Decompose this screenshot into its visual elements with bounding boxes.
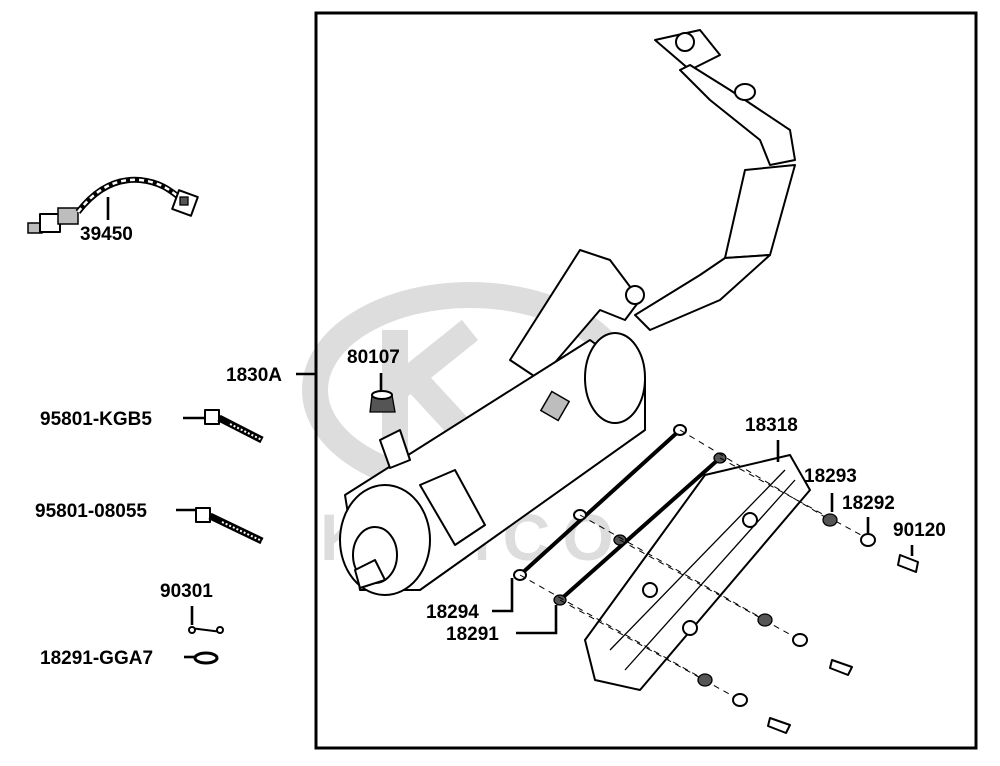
label-18294: 18294 (426, 602, 479, 623)
alignment-lines (519, 429, 871, 701)
label-39450: 39450 (80, 224, 133, 245)
label-95801-08055: 95801-08055 (35, 501, 147, 522)
label-18318: 18318 (745, 415, 798, 436)
label-1830A: 1830A (226, 365, 282, 386)
washers-and-screws[interactable] (369, 390, 919, 734)
clamp-bands[interactable] (513, 424, 727, 606)
label-18291-GGA7: 18291-GGA7 (40, 648, 153, 669)
bolt-95801-kgb5[interactable] (204, 409, 264, 444)
label-95801-KGB5: 95801-KGB5 (40, 409, 152, 430)
bolt-95801-08055[interactable] (195, 507, 264, 545)
label-18291: 18291 (446, 624, 499, 645)
muffler-assembly[interactable] (339, 29, 796, 596)
label-80107: 80107 (347, 347, 400, 368)
part-labels: 39450 1830A 80107 95801-KGB5 95801-08055… (35, 224, 946, 669)
label-18292: 18292 (842, 493, 895, 514)
label-90301: 90301 (160, 581, 213, 602)
assembly-frame (314, 11, 978, 750)
oxygen-sensor[interactable] (27, 176, 199, 234)
leader-lines (106, 197, 914, 659)
label-90120: 90120 (893, 520, 946, 541)
heat-shield[interactable] (584, 454, 811, 691)
label-18293: 18293 (804, 466, 857, 487)
